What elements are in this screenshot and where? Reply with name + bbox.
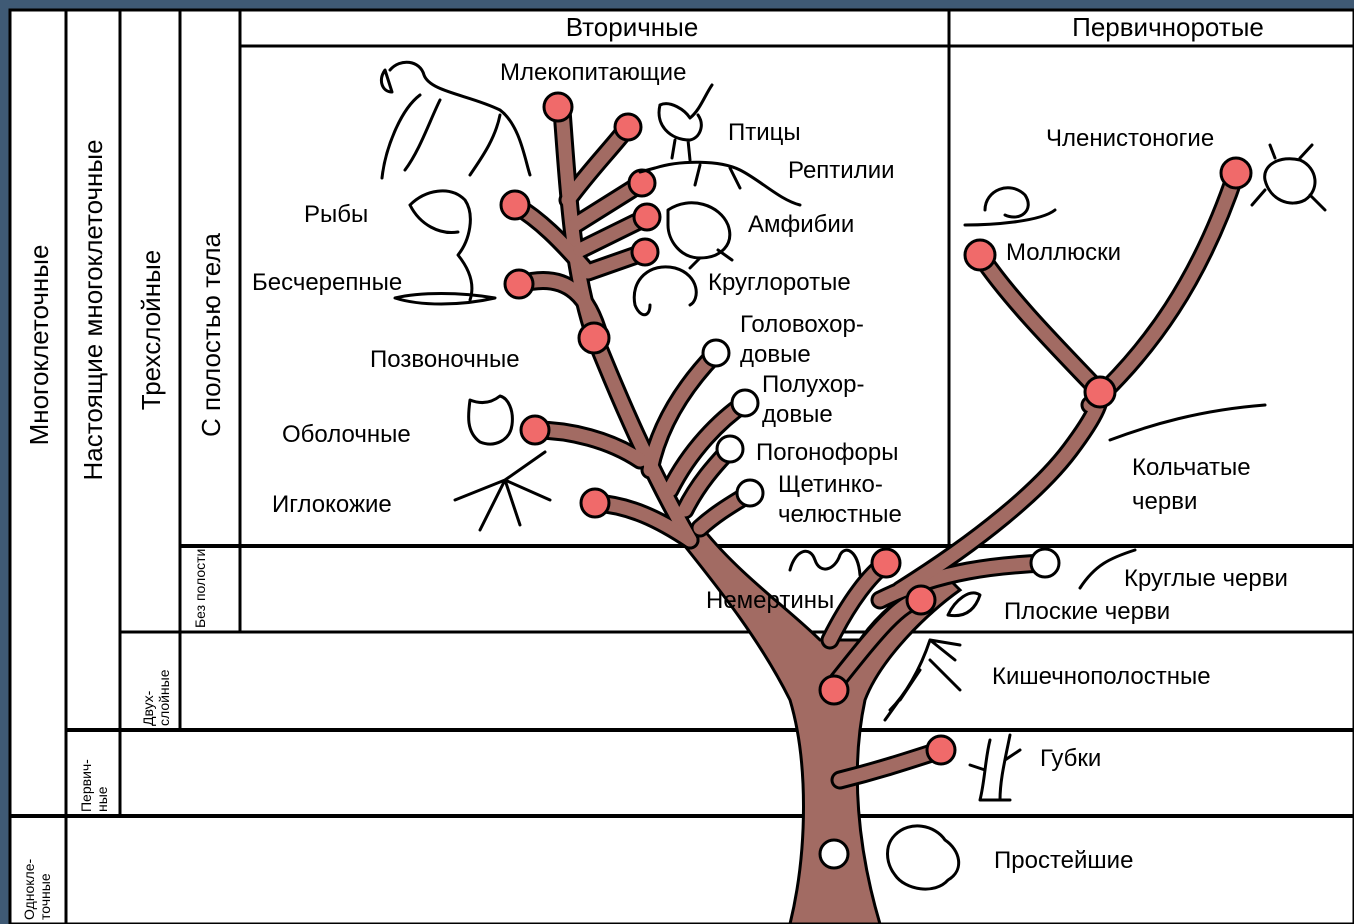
text-line: челюстные <box>778 501 902 528</box>
node-protozoa <box>820 840 848 868</box>
node-tunicates <box>521 416 549 444</box>
label-protozoa: Простейшие <box>994 847 1133 874</box>
text-line: Щетинко- <box>778 471 883 498</box>
node-cyclostomes <box>632 239 658 265</box>
label-flatworms: Плоские черви <box>1004 598 1170 625</box>
text-line: довые <box>740 341 811 368</box>
text-line: слойные <box>156 669 172 726</box>
node-mollusks <box>965 240 995 270</box>
text-line: Первич- <box>78 759 94 812</box>
label-mollusks: Моллюски <box>1006 239 1121 266</box>
node-acrania <box>505 270 533 298</box>
text-line: Однокле- <box>21 858 37 920</box>
node-cephalochordates <box>703 340 729 366</box>
label-nemerteans: Немертины <box>706 587 834 614</box>
node-fish <box>501 191 529 219</box>
label-acrania: Бесчерепные <box>252 269 402 296</box>
node-chaetognaths <box>737 480 763 506</box>
text-line: Двух- <box>140 690 156 726</box>
text-line: довые <box>762 401 833 428</box>
label-amphibians: Амфибии <box>748 211 854 238</box>
label-tunicates: Оболочные <box>282 421 411 448</box>
label-pogonophora: Погонофоры <box>756 439 898 466</box>
node-pogonophora <box>717 436 743 462</box>
node-arthropods <box>1221 158 1251 188</box>
label-mammals: Млекопитающие <box>500 59 686 86</box>
node-echinoderms <box>581 489 609 517</box>
label-birds: Птицы <box>728 119 801 146</box>
label-three-layer: Трехслойные <box>136 250 166 410</box>
text-line: Без полости <box>192 549 208 628</box>
text-line: Головохор- <box>740 311 864 338</box>
node-reptiles <box>629 170 655 196</box>
label-arthropods: Членистоногие <box>1046 125 1214 152</box>
label-vertebrates: Позвоночные <box>370 346 520 373</box>
text-line: Полухор- <box>762 371 865 398</box>
node-sponges <box>927 736 955 764</box>
node-roundworms <box>1031 549 1059 577</box>
node-mammals <box>544 93 572 121</box>
label-without-cavity: Без полости <box>192 549 208 628</box>
node-birds <box>615 114 641 140</box>
label-fish: Рыбы <box>304 201 368 228</box>
text-line: черви <box>1132 488 1197 515</box>
text-line: точные <box>37 873 53 920</box>
node-cnidarians <box>820 676 848 704</box>
label-multicellular: Многоклеточные <box>24 245 54 446</box>
node-annelids <box>1085 377 1115 407</box>
node-amphibians <box>634 204 660 230</box>
header-secondary-mouth: Вторичные <box>566 12 699 42</box>
node-flatworms <box>907 586 935 614</box>
label-roundworms: Круглые черви <box>1124 565 1288 592</box>
label-cnidarians: Кишечнополостные <box>992 663 1211 690</box>
node-hemichordates <box>732 390 758 416</box>
text-line: Кольчатые <box>1132 454 1251 481</box>
node-vertebrates <box>579 323 609 353</box>
label-echinoderms: Иглокожие <box>272 491 392 518</box>
node-nemerteans <box>872 549 900 577</box>
header-primary-mouth: Первичноротые <box>1072 12 1264 42</box>
label-reptiles: Рептилии <box>788 157 895 184</box>
label-sponges: Губки <box>1040 745 1101 772</box>
label-cyclostomes: Круглоротые <box>708 269 851 296</box>
label-with-body-cavity: С полостью тела <box>196 233 226 437</box>
text-line: ные <box>94 786 110 812</box>
label-true-multicellular: Настоящие многоклеточные <box>78 139 108 480</box>
